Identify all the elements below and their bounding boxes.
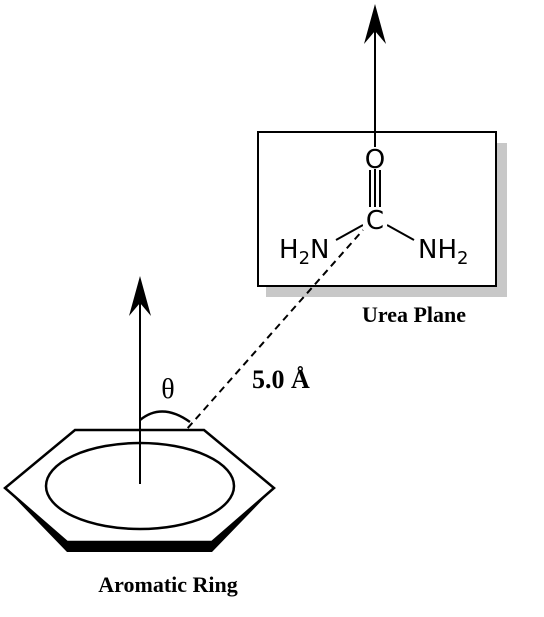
- urea-normal-arrowhead: [364, 4, 386, 44]
- ring-normal-arrowhead: [129, 276, 151, 316]
- aromatic-ring-hexagon: [3, 428, 276, 544]
- left-amine-group: H2N: [279, 235, 329, 269]
- angle-theta-label: θ: [161, 374, 174, 405]
- cn-bond-right: [386, 224, 415, 241]
- carbon-atom: C: [366, 206, 384, 236]
- angle-arc: [139, 410, 191, 424]
- cn-bond-left: [335, 224, 364, 241]
- distance-label: 5.0 Å: [252, 365, 310, 394]
- aromatic-ring-label: Aromatic Ring: [98, 572, 238, 597]
- oxygen-atom: O: [365, 145, 385, 175]
- distance-dashed-line: [139, 229, 364, 483]
- right-amine-group: NH2: [418, 235, 468, 269]
- urea-plane-label: Urea Plane: [362, 302, 466, 327]
